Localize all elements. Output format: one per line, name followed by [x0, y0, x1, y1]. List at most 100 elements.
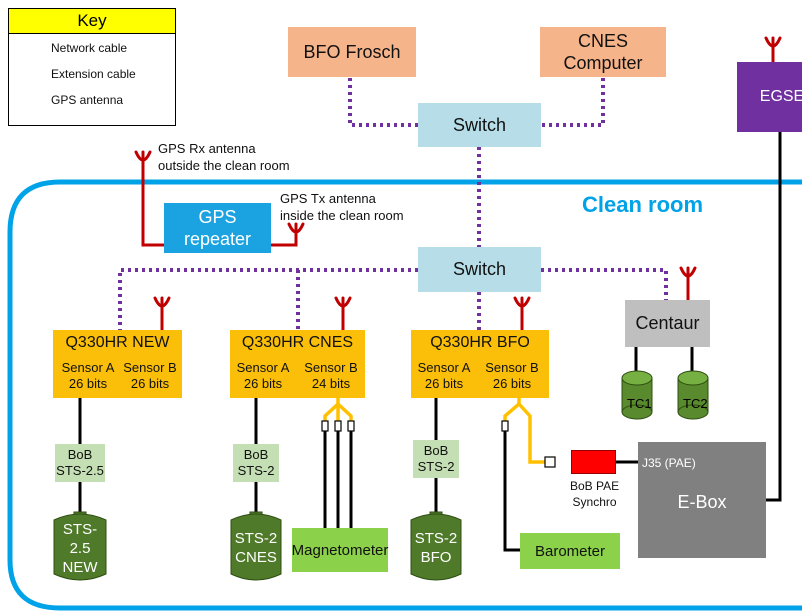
switch-inner: Switch [418, 247, 541, 292]
gps-repeater-label-1: GPS [198, 207, 237, 227]
connector [501, 420, 509, 432]
sensor-a-label: Sensor A [236, 360, 290, 375]
bob-new-label-1: BoB [67, 447, 93, 462]
sensor-a-label: Sensor A [417, 360, 471, 375]
ebox-label: E-Box [677, 491, 727, 512]
bob-new: BoB STS-2.5 [55, 444, 105, 482]
cable-barometer [503, 428, 520, 552]
seismometer-cnes-label-2: CNES [235, 549, 277, 566]
seismometer-bfo-body [410, 511, 462, 581]
q330hr-cnes-title: Q330HR CNES [241, 334, 354, 351]
centaur-label: Centaur [635, 313, 700, 333]
connector [347, 420, 355, 432]
centaur-node: Centaur [625, 300, 710, 347]
gps-rx-label-2: outside the clean room [158, 158, 290, 173]
seismometer-bfo-label-2: BFO [420, 549, 452, 566]
ebox-node: J35 (PAE) E-Box [638, 442, 766, 558]
q330hr-new-title: Q330HR NEW [65, 334, 170, 351]
sensor-b-bits: 26 bits [492, 376, 532, 391]
switch-inner-label: Switch [452, 259, 506, 279]
sensor-b-label: Sensor B [304, 360, 358, 375]
gps-repeater-node: GPS repeater [164, 203, 271, 253]
magnetometer-node: Magnetometer [292, 528, 388, 572]
seismometer-new-body [53, 511, 107, 581]
key-item-network: Network cable [51, 41, 128, 55]
seismometer-bfo-label-1: STS-2 [414, 530, 458, 547]
gps-tx-cable [271, 232, 298, 247]
sensor-a-bits: 26 bits [68, 376, 108, 391]
gps-rx-cable [141, 162, 164, 247]
seismometer-bfo: STS-2 BFO [411, 526, 461, 570]
key-title: Key [9, 9, 175, 34]
sensor-b-label: Sensor B [485, 360, 539, 375]
network-cable-new [118, 268, 418, 330]
sensor-a-label: Sensor A [61, 360, 115, 375]
seismometer-cnes: STS-2 CNES [231, 526, 281, 570]
gps-antenna-icon [679, 266, 697, 284]
key-item-antenna: GPS antenna [51, 93, 124, 107]
connector [334, 420, 342, 432]
gps-antenna-icon [153, 296, 171, 314]
gps-antenna-icon [764, 36, 782, 54]
seismometer-cnes-label-1: STS-2 [234, 530, 278, 547]
bob-new-label-2: STS-2.5 [56, 463, 104, 478]
bob-cnes-label-2: STS-2 [237, 463, 275, 478]
q330hr-bfo-title: Q330HR BFO [430, 334, 530, 351]
sensor-b-bits: 24 bits [311, 376, 351, 391]
bob-pae-label-2: Synchro [572, 495, 617, 509]
bob-cnes-label-1: BoB [243, 447, 269, 462]
gps-antenna-icon [287, 222, 305, 240]
gps-rx-label: GPS Rx antenna outside the clean room [158, 140, 290, 174]
bob-pae-label: BoB PAE Synchro [570, 478, 619, 510]
tc1-label: TC1 [627, 396, 652, 411]
gps-tx-label-1: GPS Tx antenna [280, 191, 376, 206]
network-cable-centaur [541, 268, 668, 300]
bob-pae-label-1: BoB PAE [570, 479, 620, 493]
extension-cable-bfo-b [503, 392, 548, 464]
egse-label: EGSE [759, 88, 802, 105]
network-cable-cnes-switch [541, 78, 605, 127]
connector [321, 420, 329, 432]
bfo-frosch-label: BFO Frosch [303, 42, 401, 62]
bob-bfo: BoB STS-2 [413, 440, 459, 478]
key-legend: Key Network cable Extension cable GPS an… [8, 8, 176, 126]
barometer-label: Barometer [534, 542, 606, 560]
network-cable-bfo-switch [348, 78, 418, 127]
egse-node: EGSE [737, 62, 802, 132]
key-item-extension: Extension cable [51, 67, 136, 81]
cnes-computer-node: CNES Computer [540, 27, 666, 77]
seismometer-cnes-body [230, 511, 282, 581]
seismometer-new-label-1: STS-2.5 [62, 520, 98, 557]
magnetometer-label: Magnetometer [291, 541, 389, 559]
bob-bfo-label-2: STS-2 [417, 459, 455, 474]
tc2-cylinder [677, 370, 709, 420]
ebox-j35-label: J35 (PAE) [642, 456, 696, 470]
tc2-label: TC2 [683, 396, 708, 411]
cnes-computer-label-1: CNES [577, 31, 628, 51]
tc1-cylinder [621, 370, 653, 420]
bob-cnes: BoB STS-2 [233, 444, 279, 482]
barometer-node: Barometer [520, 533, 620, 569]
egse-cable [766, 132, 782, 502]
gps-repeater-label-2: repeater [183, 229, 252, 249]
gps-tx-label-2: inside the clean room [280, 208, 404, 223]
sensor-b-label: Sensor B [123, 360, 177, 375]
seismometer-new-label-2: NEW [62, 558, 98, 576]
bob-pae-box [571, 450, 616, 474]
connector [544, 456, 556, 468]
gps-rx-label-1: GPS Rx antenna [158, 141, 256, 156]
switch-top: Switch [418, 103, 541, 147]
clean-room-title: Clean room [582, 192, 704, 217]
switch-top-label: Switch [452, 114, 506, 135]
clean-room-border [7, 179, 802, 611]
bob-bfo-label-1: BoB [423, 443, 449, 458]
